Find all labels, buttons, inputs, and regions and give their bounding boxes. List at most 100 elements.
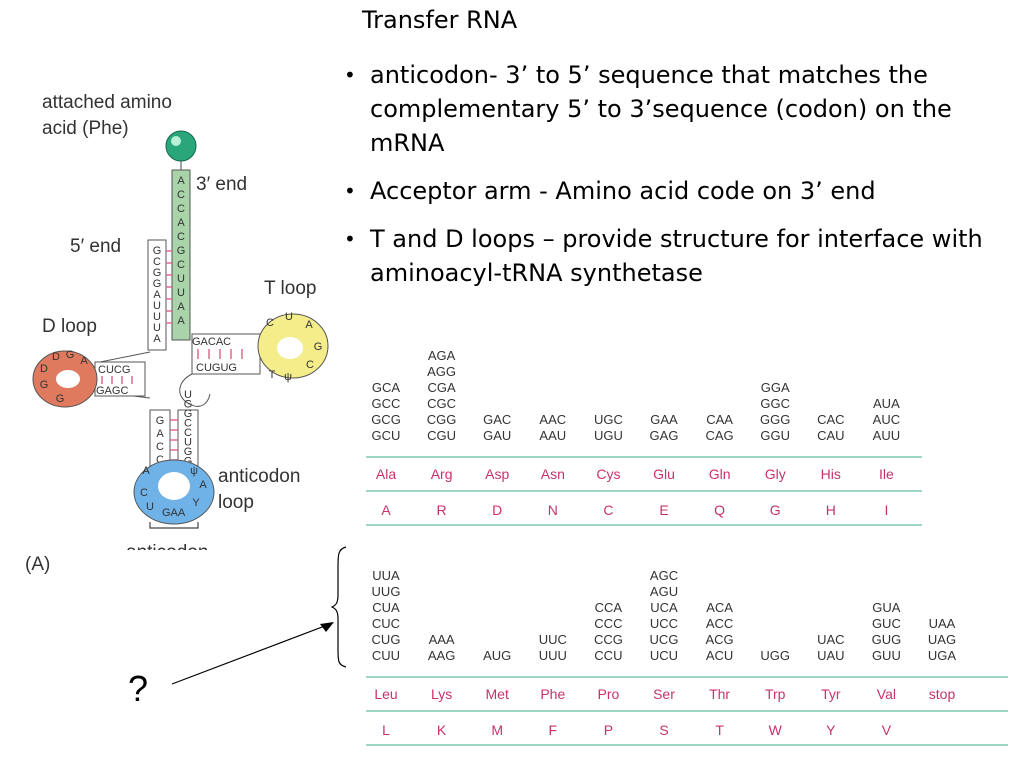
bullet-list: anticodon- 3’ to 5’ sequence that matche… [340,58,1020,304]
acceptor-3prime-base: C [177,259,185,271]
d-arm-top-seq: CUCG [98,364,130,376]
amino-acid-3letter: Val [876,686,896,702]
codon: AUC [872,412,901,427]
acceptor-3prime-base: U [177,273,185,285]
bullet-t-d-loops: T and D loops – provide structure for in… [340,222,1020,290]
codon: UAU [817,648,845,663]
label-d-loop: D loop [42,316,97,337]
table-rule [366,456,922,458]
amino-acid-1letter: I [884,502,889,518]
amino-acid-3letter: stop [928,686,956,702]
amino-acid-3letter: Trp [764,686,786,702]
amino-acid-1letter: C [603,502,614,518]
codon-list: AUG [469,648,525,664]
codon: GAA [650,412,678,427]
amino-acid-1letter: V [881,722,892,738]
t-arm-base-pair-bars [197,349,243,359]
amino-acid-1letter: E [659,502,669,518]
codon: CUG [371,632,401,647]
codon: AGA [427,348,456,363]
amino-acid-3letter: Ser [653,686,675,702]
amino-acid-3letter: Tyr [821,686,841,702]
acceptor-5prime-base: U [153,300,161,312]
amino-acid-3letter: Thr [709,686,731,702]
amino-acid-1letter: Y [826,722,836,738]
pointer-arrow [171,622,334,685]
codon: ACA [706,600,733,615]
d-loop-base: G [40,379,49,391]
codon: UUG [371,584,401,599]
codon: UCU [649,648,679,663]
amino-acid-1letter: S [659,722,669,738]
codon: UGC [593,412,623,427]
t-arm-stem [191,333,261,375]
label-5-end: 5′ end [70,236,121,257]
codon: AAG [427,648,456,663]
codon: CAU [817,428,845,443]
codon: GGU [760,428,790,443]
panel-label: (A) [25,554,51,575]
codon: GAG [649,428,679,443]
anticodon-stem-right-base: C [184,427,192,439]
anticodon-stem-left-base: A [156,428,164,440]
t-arm-top-seq: GACAC [192,336,231,348]
anticodon-bases: GAA [162,507,186,519]
d-loop-hole [56,370,80,388]
amino-acid-1letter: P [603,722,614,738]
amino-acid-1letter: K [436,722,447,738]
d-loop-base: A [80,355,88,367]
codon: GGA [760,380,790,395]
codon: GAU [483,428,512,443]
amino-acid-3letter: His [820,466,841,482]
label-anticodon: anticodon [126,542,208,550]
anticodon-bracket [149,522,199,529]
label-attached-amino-acid-2: acid (Phe) [42,118,129,139]
codon: GGC [760,396,790,411]
codon: CCC [594,616,623,631]
table-rule [366,710,1008,712]
amino-acid-3letter: Pro [597,686,620,702]
anticodon-stem-left-base: C [156,454,164,466]
codon: AUG [483,648,512,663]
anticodon-loop-base: A [142,465,150,477]
amino-acid-3letter: Gln [708,466,731,482]
codon: UGG [760,648,790,663]
amino-acid-1letter: W [768,722,782,738]
table-rule [366,744,1008,746]
codon: AUA [873,396,900,411]
codon: AAC [539,412,567,427]
t-loop-base: T [269,369,276,381]
acceptor-stem-5prime [147,239,167,351]
bullet-anticodon: anticodon- 3’ to 5’ sequence that matche… [340,58,1020,160]
codon: CGU [427,428,457,443]
acceptor-stem-3prime [171,169,191,341]
label-3-end: 3′ end [196,174,247,195]
codon: GCG [371,412,401,427]
sphere-highlight [171,136,181,146]
codon: ACC [705,616,734,631]
acceptor-3prime-base: U [177,287,185,299]
anticodon-loop-base: Y [192,497,200,509]
acceptor-base-pair-bars [166,250,172,324]
codon: CCU [594,648,623,663]
label-t-loop: T loop [264,278,316,299]
anticodon-stem-right-base: G [184,399,193,411]
t-loop-base: G [314,341,323,353]
codon-list: UGG [747,648,803,664]
anticodon-stem-left-base: G [156,415,165,427]
amino-acid-3letter: Leu [374,686,398,702]
codon: CCG [593,632,623,647]
codon: AAU [539,428,567,443]
anticodon-stem-right-base: G [184,446,193,458]
anticodon-stem-right-base: G [184,408,193,420]
codon: GCA [371,380,401,395]
acceptor-3prime-base: C [177,189,185,201]
